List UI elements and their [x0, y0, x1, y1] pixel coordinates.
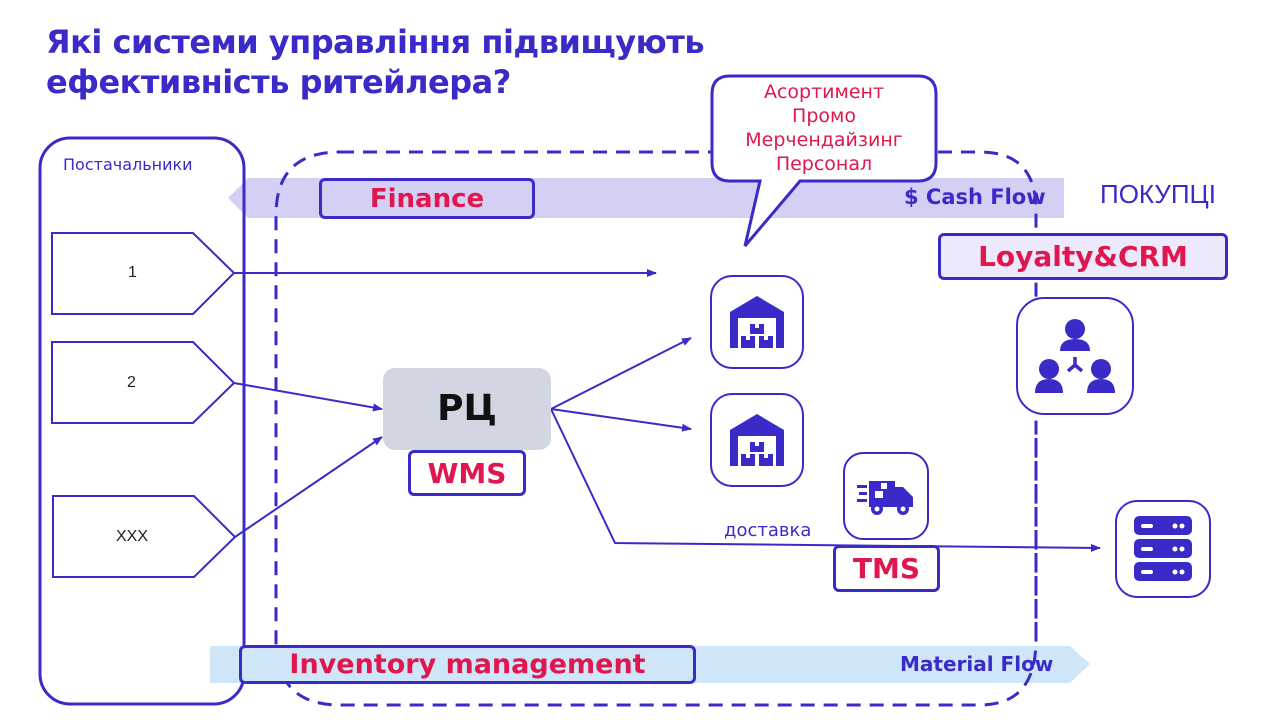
page-title: Які системи управління підвищують ефекти… — [46, 22, 705, 102]
title-line-1: Які системи управління підвищують — [46, 23, 705, 61]
server-icon — [1134, 516, 1192, 581]
warehouse-icon — [730, 414, 784, 466]
delivery-truck-icon — [857, 481, 913, 515]
title-line-2: ефективність ритейлера? — [46, 63, 511, 101]
supplier-shape-2[interactable] — [51, 341, 236, 424]
callout-item-promo: Промо — [792, 105, 856, 127]
cash-flow-label: $ Cash Flow — [904, 185, 1046, 209]
loyalty-crm-system-box[interactable]: Loyalty&CRM — [938, 233, 1228, 280]
delivery-label: доставка — [724, 520, 812, 541]
callout-text: Асортимент Промо Мерчендайзинг Персонал — [712, 80, 936, 176]
store-icon-box-2[interactable] — [710, 393, 804, 487]
connector-dc-delivery — [550, 408, 1101, 552]
suppliers-header: Постачальники — [63, 155, 193, 174]
customers-icon-box[interactable] — [1016, 297, 1134, 415]
suppliers-container — [38, 136, 246, 706]
loyalty-crm-label: Loyalty&CRM — [978, 240, 1188, 273]
connector-dc-store2 — [550, 408, 692, 432]
callout-bubble[interactable] — [710, 74, 938, 247]
server-icon-box[interactable] — [1115, 500, 1211, 598]
connector-supplier2-dc — [233, 382, 383, 412]
supplier-label-1: 1 — [128, 264, 137, 281]
wms-system-box[interactable]: WMS — [408, 450, 526, 496]
connector-dc-store1 — [550, 337, 692, 410]
tms-system-box[interactable]: TMS — [833, 545, 940, 592]
wms-label: WMS — [427, 456, 507, 490]
supplier-label-xxx: XXX — [116, 528, 149, 545]
store-icon-box-1[interactable] — [710, 275, 804, 369]
customer-network-icon — [1035, 319, 1115, 393]
delivery-truck-icon-box[interactable] — [843, 452, 929, 540]
material-flow-label: Material Flow — [900, 652, 1054, 676]
inventory-management-label: Inventory management — [289, 649, 646, 680]
supplier-label-2: 2 — [127, 374, 136, 391]
callout-item-assortment: Асортимент — [763, 81, 885, 103]
callout-item-merchandising: Мерчендайзинг — [745, 129, 903, 151]
callout-item-staff: Персонал — [775, 153, 873, 175]
distribution-center-box[interactable] — [383, 368, 551, 450]
inventory-management-system-box[interactable]: Inventory management — [239, 645, 696, 684]
supplier-shape-xxx[interactable] — [52, 495, 237, 578]
retailer-boundary — [274, 150, 1038, 707]
distribution-center-label: РЦ — [437, 388, 497, 429]
customers-label: ПОКУПЦІ — [1100, 179, 1217, 209]
supplier-shape-1[interactable] — [51, 232, 236, 315]
connector-supplierxxx-dc — [234, 436, 383, 538]
finance-system-box[interactable]: Finance — [319, 178, 535, 219]
finance-label: Finance — [369, 183, 485, 214]
tms-label: TMS — [852, 552, 921, 585]
warehouse-icon — [730, 296, 784, 348]
